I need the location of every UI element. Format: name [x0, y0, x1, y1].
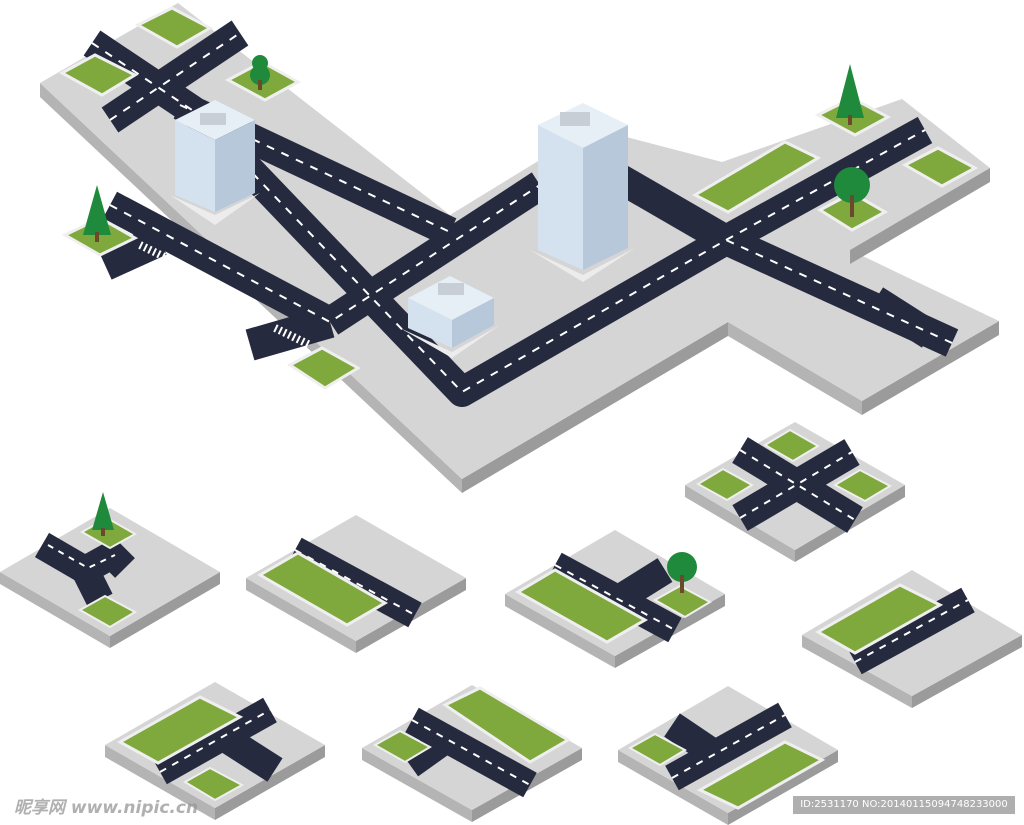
tree-icon	[834, 167, 870, 217]
t-junction-tile-d	[618, 686, 838, 825]
t-junction-tile-c	[362, 685, 582, 822]
main-roads	[83, 20, 959, 407]
tree-icon	[836, 64, 864, 125]
straight-road-tile-b	[802, 570, 1022, 708]
t-junction-tile-b	[105, 682, 325, 820]
building-small	[400, 276, 500, 358]
tree-icon	[83, 185, 111, 242]
building-left	[170, 100, 260, 225]
tree-icon	[250, 55, 270, 90]
watermark-left: 昵享网 www.nipic.cn	[14, 798, 199, 818]
straight-road-tile	[246, 515, 466, 653]
corner-tile	[0, 492, 220, 648]
t-junction-tile-a	[505, 530, 725, 668]
crossroad-tile	[685, 422, 905, 562]
main-city-platform	[40, 3, 999, 493]
watermark-id-badge: ID:2531170 NO:20140115094748233000	[793, 796, 1015, 814]
building-tall	[530, 103, 635, 282]
